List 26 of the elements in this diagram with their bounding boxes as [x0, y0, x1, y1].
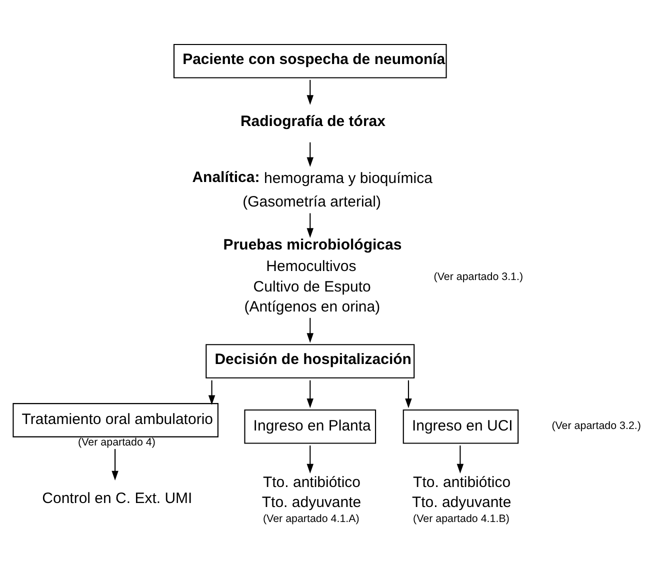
arrow: [306, 80, 314, 105]
node-box: Ingreso en Planta: [244, 409, 376, 444]
arrow: [456, 446, 464, 474]
node-text: Analítica: hemograma y bioquímica (Gasometría arterial): [192, 168, 432, 211]
arrow: [306, 142, 314, 167]
node-text: Control en C. Ext. UMI: [42, 490, 192, 507]
node-box: Tratamiento oral ambulatorio: [12, 403, 218, 438]
node-label: (Ver apartado 4.1.B): [413, 513, 510, 526]
node-text: Radiografía de tórax: [240, 113, 386, 130]
label: (Ver apartado 3.2.): [552, 420, 641, 432]
node-text: Pruebas microbiológicas Hemocultivos Cultivo de Esputo (Antígenos en orina): [223, 236, 402, 316]
arrow: [306, 446, 314, 474]
label: (Ver apartado 3.1.): [434, 270, 524, 283]
node-box: Paciente con sospecha de neumonía: [173, 44, 447, 78]
node-label: (Ver apartado 4): [78, 436, 156, 448]
arrow: [208, 380, 216, 405]
arrow: [405, 380, 412, 408]
node-text: Tto. antibiótico Tto. adyuvante: [412, 474, 512, 512]
arrow: [112, 449, 118, 480]
arrow: [306, 318, 314, 343]
arrow: [306, 380, 314, 408]
node-box: Ingreso en UCI: [402, 409, 519, 444]
arrow: [306, 213, 314, 238]
node-text: Tto. antibiótico Tto. adyuvante: [262, 474, 362, 512]
node-box: Decisión de hospitalización: [206, 344, 415, 378]
node-label: (Ver apartado 4.1.A): [262, 513, 360, 526]
